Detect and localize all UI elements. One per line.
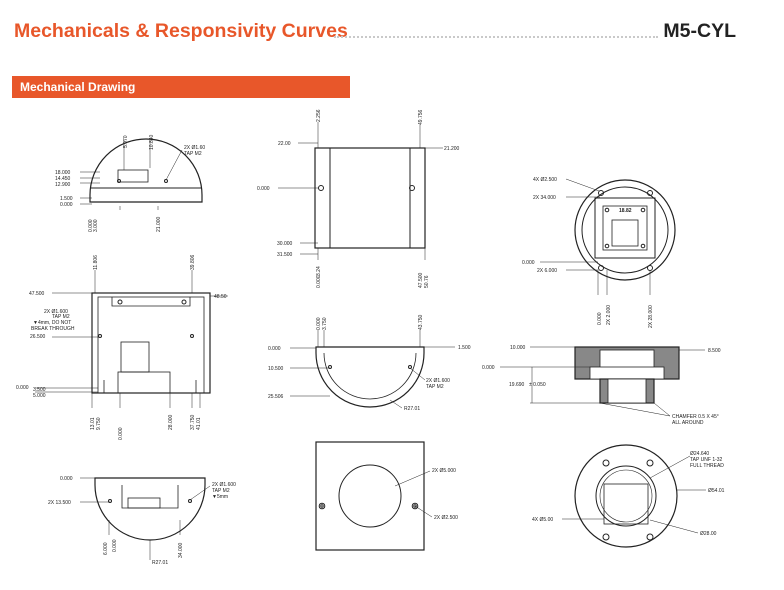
dim-vertical: 21.000 [156, 216, 162, 232]
dim-label: R27.01 [404, 406, 420, 412]
dim-vertical: 11.806 [93, 255, 99, 270]
dim-label: 0.000 [522, 260, 535, 266]
dim-label: 18.000 [55, 170, 71, 176]
callout-label: CHAMFER 0.5 X 45° [672, 414, 719, 420]
dim-label: 25.506 [268, 394, 284, 400]
dim-label: 0.000 [60, 202, 73, 208]
dim-label: 22.00 [278, 141, 291, 147]
dim-label: 4X Ø5.00 [532, 517, 553, 523]
dim-label: 48.50 [214, 294, 227, 300]
dim-label: 0.000 [16, 385, 29, 391]
dim-vertical: 2.256 [316, 109, 322, 122]
dim-label: 4X Ø2.500 [533, 177, 557, 183]
view-bottom-square: 2X Ø5.000 2X Ø2.500 [315, 441, 458, 551]
view-top-half-side: 18.000 14.450 12.900 1.500 0.000 2X Ø1.6… [55, 134, 205, 232]
dim-vertical: 41.01 [196, 417, 202, 430]
dim-label: 30.000 [277, 241, 293, 247]
dim-vertical: 0.000 [118, 427, 124, 440]
dim-label: 0.000 [257, 186, 270, 192]
dim-label: 10.000 [510, 345, 526, 351]
page-title: Mechanicals & Responsivity Curves [14, 20, 348, 42]
dim-vertical: 0.000 [316, 275, 322, 288]
dim-vertical: 2X 2.000 [606, 305, 612, 325]
dim-vertical: 3.750 [322, 317, 328, 330]
callout-label: Ø24.640 [690, 451, 709, 457]
callout-label: ALL AROUND [672, 420, 704, 426]
dim-label: 2X 13.500 [48, 500, 71, 506]
callout-label: 2X Ø1.600 [212, 482, 236, 488]
dim-label: Ø54.01 [708, 488, 725, 494]
dim-vertical: 43.750 [418, 314, 424, 330]
dim-label: 47.500 [29, 291, 45, 297]
dim-vertical: 28.000 [168, 414, 174, 430]
section-label: Mechanical Drawing [20, 80, 136, 94]
dim-vertical: 0.000 [316, 317, 322, 330]
dim-label: 2X 6.000 [537, 268, 557, 274]
section-header-bar: Mechanical Drawing [12, 76, 350, 98]
view-front-square: 47.500 48.50 2X Ø1.600 TAP M2 ▼4mm, DO N… [16, 254, 228, 440]
dim-vertical: 6.000 [103, 542, 109, 555]
callout-label: 2X Ø1.600 [426, 378, 450, 384]
dim-label: 2X 34.000 [533, 195, 556, 201]
dim-label: 8.500 [708, 348, 721, 354]
dim-vertical: 3.24 [316, 266, 322, 276]
dim-label: 19.690 [509, 382, 525, 388]
callout-label: BREAK THROUGH [31, 326, 75, 332]
dim-label: 1.500 [458, 345, 471, 351]
callout-label: 2X Ø1.60 [184, 145, 205, 151]
dim-vertical: 9.750 [96, 417, 102, 430]
dim-label: Ø28.00 [700, 531, 717, 537]
dim-vertical: 37.750 [190, 414, 196, 430]
dim-vertical: 3.000 [93, 219, 99, 232]
callout-label: FULL THREAD [690, 463, 724, 469]
callout-label: TAP M2 [184, 151, 202, 157]
dim-label: 12.900 [55, 182, 71, 188]
dim-label: 31.500 [277, 252, 293, 258]
callout-label: 2X Ø2.500 [434, 515, 458, 521]
dim-label: 0.000 [268, 346, 281, 352]
callout-label: TAP M2 [52, 314, 70, 320]
callout-label: 2X Ø1.600 [44, 309, 68, 315]
view-side-top: 22.00 0.000 30.000 31.500 21.200 2.256 4… [257, 109, 460, 288]
model-name: M5-CYL [663, 20, 736, 42]
view-rear-round-top: 4X Ø2.500 2X 34.000 0.000 2X 6.000 18.82… [522, 177, 676, 328]
callout-label: ▼4mm, DO NOT [33, 320, 71, 326]
dim-label: 5.000 [33, 393, 46, 399]
callout-label: 2X Ø5.000 [432, 468, 456, 474]
callout-label: TAP M2 [426, 384, 444, 390]
dim-label: 21.200 [444, 146, 460, 152]
callout-label: TAP UNF 1-32 [690, 457, 723, 463]
view-cross-section: 10.000 0.000 19.690 ± 0.050 8.500 CHAMFE… [482, 345, 721, 426]
dim-label: 1.500 [60, 196, 73, 202]
dim-vertical: 49.756 [418, 109, 424, 125]
dim-vertical: 0.000 [88, 219, 94, 232]
dim-label: 0.000 [482, 365, 495, 371]
view-bottom-round: Ø24.640 TAP UNF 1-32 FULL THREAD Ø54.01 … [532, 444, 725, 548]
dim-label: 3.500 [33, 387, 46, 393]
view-bottom-half: 0.000 2X 13.500 2X Ø1.600 TAP M2 ▼5mm R2… [48, 476, 236, 566]
dim-vertical: 0.000 [112, 539, 118, 552]
dim-vertical: 2X 28.000 [648, 305, 654, 328]
view-half-round-mid: 0.000 10.500 25.506 1.500 2X Ø1.600 TAP … [268, 314, 471, 412]
center-label: 18.82 [619, 208, 632, 214]
dim-label: 10.500 [268, 366, 284, 372]
callout-label: ▼5mm [212, 494, 228, 500]
dim-label: ± 0.050 [529, 382, 546, 388]
dim-label: 0.000 [60, 476, 73, 482]
dim-vertical: 47.500 [418, 272, 424, 288]
dim-label: 14.450 [55, 176, 71, 182]
dim-vertical: 39.806 [190, 254, 196, 270]
dim-vertical: 34.000 [178, 542, 184, 558]
dim-label: R27.01 [152, 560, 168, 566]
dim-label: 26.500 [30, 334, 46, 340]
dim-vertical: 0.000 [597, 312, 603, 325]
dim-vertical: 5.070 [123, 135, 129, 148]
dim-vertical: 10.840 [149, 134, 155, 150]
dim-vertical: 13.01 [90, 417, 96, 430]
callout-label: TAP M2 [212, 488, 230, 494]
dim-vertical: 50.76 [424, 275, 430, 288]
title-dot-leader [334, 34, 658, 38]
